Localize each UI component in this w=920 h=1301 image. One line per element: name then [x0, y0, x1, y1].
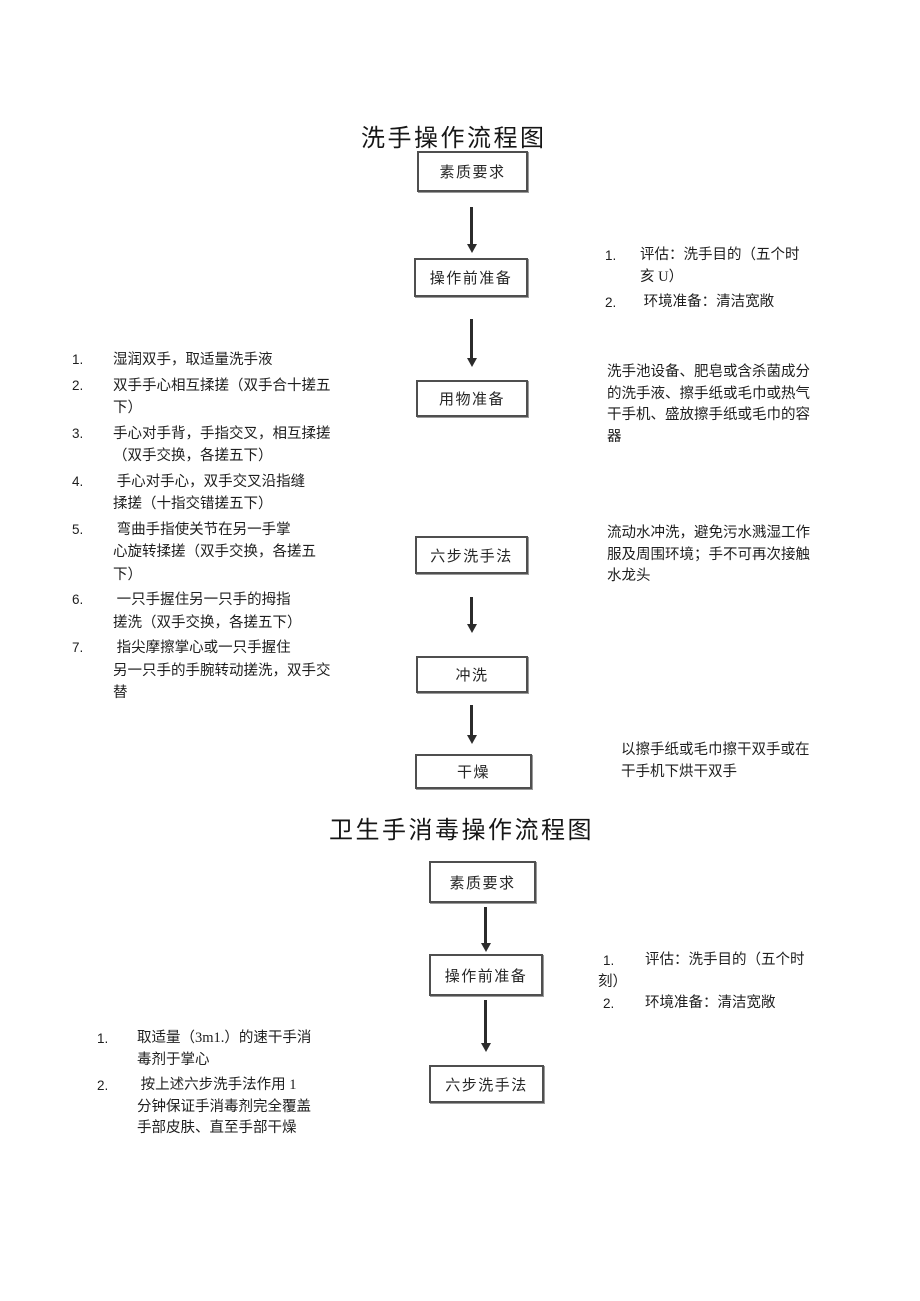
note-number: 2. [603, 996, 615, 1011]
step-number: 2. [97, 1078, 109, 1093]
note-supplies: 洗手池设备、肥皂或含杀菌成分 的洗手液、擦手纸或毛巾或热气 干手机、盛放擦手纸或… [607, 364, 810, 445]
section1-step-list: 1. 湿润双手，取适量洗手液 2. 双手手心相互揉搓（双手合十搓五 下） 3. … [72, 349, 402, 708]
note-text: 环境准备：清洁宽敞 [640, 294, 775, 310]
step-list-item: 1. 取适量（3m1.）的速干手消 毒剂于掌心 [97, 1028, 397, 1071]
flow-arrow-down [470, 319, 473, 359]
step-text: 按上述六步洗手法作用 1 分钟保证手消毒剂完全覆盖 手部皮肤、直至手部干燥 [137, 1077, 311, 1136]
step-number: 5. [72, 521, 84, 537]
section1-assessment-list: 1. 评估：洗手目的（五个时 亥 U） 2. 环境准备：清洁宽敞 [605, 245, 905, 318]
flow-box-dry: 干燥 [415, 754, 532, 789]
flow-arrow-down [470, 597, 473, 625]
flow-box-six-step-method-2: 六步洗手法 [429, 1065, 544, 1103]
step-list-item: 5. 弯曲手指使关节在另一手掌 心旋转揉搓（双手交换，各搓五 下） [72, 519, 402, 587]
section2-step-list: 1. 取适量（3m1.）的速干手消 毒剂于掌心 2. 按上述六步洗手法作用 1 … [97, 1028, 397, 1144]
step-list-item: 3. 手心对手背，手指交叉，相互揉搓 （双手交换，各搓五下） [72, 423, 402, 468]
note-rinse: 流动水冲洗，避免污水溅湿工作 服及周围环境；手不可再次接触 水龙头 [607, 525, 810, 584]
step-number: 1. [72, 352, 84, 367]
note-list-item: 2. 环境准备：清洁宽敞 [598, 993, 898, 1015]
note-number: 2. [605, 295, 617, 310]
flow-box-pre-operation-prep: 操作前准备 [414, 258, 528, 297]
step-text: 一只手握住另一只手的拇指 搓洗（双手交换，各搓五下） [113, 592, 302, 631]
note-list-item: 1. 评估：洗手目的（五个时 [598, 950, 898, 972]
step-list-item: 1. 湿润双手，取适量洗手液 [72, 349, 402, 372]
step-list-item: 6. 一只手握住另一只手的拇指 搓洗（双手交换，各搓五下） [72, 589, 402, 634]
step-list-item: 4. 手心对手心，双手交叉沿指缝 揉搓（十指交错搓五下） [72, 471, 402, 516]
section2-title: 卫生手消毒操作流程图 [329, 818, 594, 844]
note-list-item: 1. 评估：洗手目的（五个时 亥 U） [605, 245, 905, 288]
note-list-item: 2. 环境准备：清洁宽敞 [605, 292, 905, 314]
step-text: 指尖摩擦掌心或一只手握住 另一只手的手腕转动搓洗，双手交 替 [113, 640, 331, 701]
step-number: 4. [72, 473, 84, 489]
flow-arrow-down [470, 207, 473, 245]
flow-arrow-down [470, 705, 473, 736]
step-list-item: 2. 按上述六步洗手法作用 1 分钟保证手消毒剂完全覆盖 手部皮肤、直至手部干燥 [97, 1075, 397, 1140]
note-dry: 以擦手纸或毛巾擦干双手或在 干手机下烘干双手 [621, 742, 810, 780]
step-text: 湿润双手，取适量洗手液 [113, 352, 273, 368]
step-number: 1. [97, 1031, 109, 1046]
step-number: 7. [72, 640, 84, 655]
note-wrap-line: 刻） [598, 973, 627, 990]
flow-box-quality-requirements: 素质要求 [417, 151, 528, 192]
flow-arrow-down [484, 1000, 487, 1044]
section1-title: 洗手操作流程图 [361, 126, 547, 152]
note-text: 评估：洗手目的（五个时 [645, 952, 805, 968]
flow-arrow-down [484, 907, 487, 944]
flow-box-six-step-method: 六步洗手法 [415, 536, 528, 574]
note-text: 评估：洗手目的（五个时 亥 U） [640, 247, 800, 285]
step-number: 3. [72, 425, 84, 441]
step-text: 手心对手心，双手交叉沿指缝 揉搓（十指交错搓五下） [113, 473, 306, 513]
note-number: 1. [603, 953, 615, 968]
flow-box-rinse: 冲洗 [416, 656, 528, 693]
step-list-item: 2. 双手手心相互揉搓（双手合十搓五 下） [72, 375, 402, 420]
step-number: 2. [72, 377, 84, 393]
section2-assessment-list: 1. 评估：洗手目的（五个时 刻） 2. 环境准备：清洁宽敞 [598, 950, 898, 1019]
flow-box-pre-operation-prep-2: 操作前准备 [429, 954, 543, 996]
note-text: 环境准备：清洁宽敞 [645, 995, 776, 1011]
step-text: 双手手心相互揉搓（双手合十搓五 下） [113, 377, 331, 417]
step-text: 手心对手背，手指交叉，相互揉搓 （双手交换，各搓五下） [113, 425, 331, 465]
step-text: 弯曲手指使关节在另一手掌 心旋转揉搓（双手交换，各搓五 下） [113, 521, 316, 583]
step-text: 取适量（3m1.）的速干手消 毒剂于掌心 [137, 1030, 312, 1068]
step-number: 6. [72, 592, 84, 607]
note-number: 1. [605, 248, 617, 263]
step-list-item: 7. 指尖摩擦掌心或一只手握住 另一只手的手腕转动搓洗，双手交 替 [72, 637, 402, 705]
flow-box-quality-requirements-2: 素质要求 [429, 861, 536, 903]
flow-box-supplies-prep: 用物准备 [416, 380, 528, 417]
